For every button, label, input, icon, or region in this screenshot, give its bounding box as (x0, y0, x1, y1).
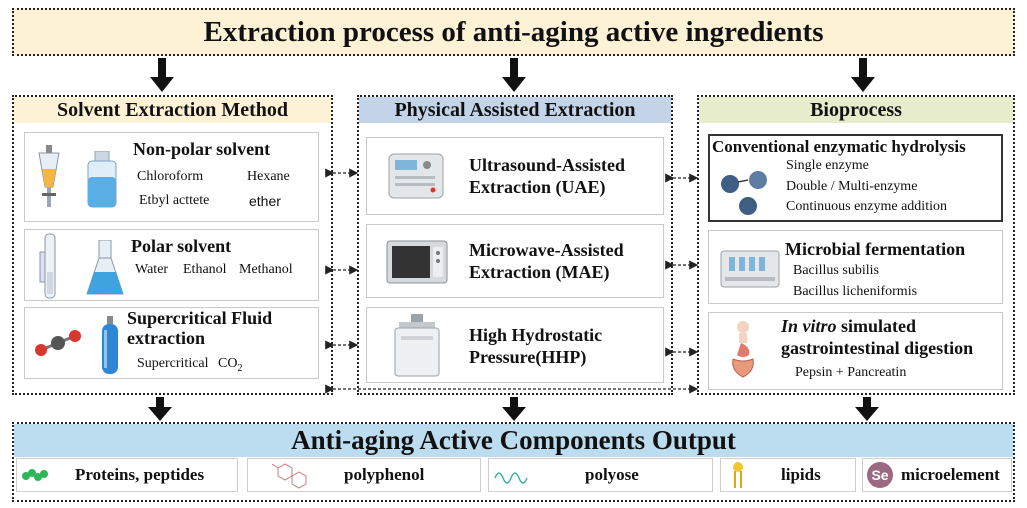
solvent-item: Ethanol (183, 262, 227, 277)
supercritical-title-line2: extraction (127, 328, 205, 348)
pressure-vessel-icon (394, 314, 440, 377)
output-panel (12, 422, 1015, 502)
mae-card: Microwave-Assisted Extraction (MAE) (366, 224, 664, 298)
arrow-down-icon (148, 397, 172, 421)
lipid-icon (733, 462, 743, 488)
solvent-extraction-panel (12, 95, 333, 395)
output-label-proteins: Proteins, peptides (75, 465, 205, 484)
solvent-item: Chloroform (137, 169, 204, 184)
bioprocess-header-text: Bioprocess (810, 98, 902, 121)
physical-extraction-panel (357, 95, 673, 395)
main-title-text: Extraction process of anti-aging active … (203, 15, 824, 48)
physical-header-text: Physical Assisted Extraction (394, 98, 636, 121)
arrow-down-icon (851, 58, 875, 92)
supercritical-sub: Supercritical CO2 (137, 356, 242, 374)
uae-label: Ultrasound-Assisted Extraction (UAE) (469, 154, 625, 198)
bottle-icon (87, 151, 117, 208)
main-title: Extraction process of anti-aging active … (12, 8, 1015, 56)
microbial-card: Microbial fermentation Bacillus subilis … (708, 230, 1003, 304)
output-item-polyose: polyose (488, 458, 713, 492)
invitro-sub: Pepsin + Pancreatin (795, 365, 907, 380)
bioprocess-header: Bioprocess (699, 97, 1013, 123)
polyphenol-structure-icon (271, 463, 307, 489)
polysaccharide-chain-icon (494, 472, 528, 484)
hhp-line1: High Hydrostatic (469, 325, 603, 345)
supercritical-title: Supercritical Fluid extraction (127, 308, 272, 348)
microbe-item: Bacillus licheniformis (793, 284, 918, 299)
enzyme-icon (721, 171, 767, 215)
digestive-system-icon (732, 321, 754, 378)
output-label-microelement: microelement (901, 465, 1000, 484)
enzymatic-card: Conventional enzymatic hydrolysis Single… (708, 134, 1003, 222)
solvent-item: Water (135, 262, 169, 277)
co2-molecule-icon (35, 330, 81, 356)
hhp-label: High Hydrostatic Pressure(HHP) (469, 324, 602, 368)
output-header-text: Anti-aging Active Components Output (291, 425, 736, 455)
arrow-down-icon (150, 58, 174, 92)
solvent-header-text: Solvent Extraction Method (56, 98, 289, 121)
arrow-down-icon (502, 397, 526, 421)
supercritical-sub-text: Supercritical (137, 356, 209, 371)
fermenter-icon (720, 250, 780, 288)
invitro-card: In vitro simulated gastrointestinal dige… (708, 312, 1003, 390)
solvent-item: ether (249, 193, 281, 209)
output-label-polyphenol: polyphenol (344, 465, 425, 484)
bioprocess-panel (697, 95, 1015, 395)
selenium-icon: Se (867, 462, 893, 488)
enzyme-item: Double / Multi-enzyme (786, 179, 918, 194)
erlenmeyer-flask-icon (86, 240, 124, 295)
mae-label: Microwave-Assisted Extraction (MAE) (469, 239, 624, 283)
output-label-polyose: polyose (585, 465, 639, 484)
microwave-icon (386, 240, 448, 284)
supercritical-card: Supercritical Fluid extraction Supercrit… (24, 307, 319, 379)
output-item-microelement: Se microelement (862, 458, 1012, 492)
peptide-chain-icon (22, 469, 48, 481)
uae-line2: Extraction (UAE) (469, 177, 606, 197)
mae-line2: Extraction (MAE) (469, 262, 610, 282)
invitro-title-line2: gastrointestinal digestion (781, 338, 974, 358)
solvent-item: Etbyl acttete (139, 193, 210, 208)
output-item-polyphenol: polyphenol (247, 458, 481, 492)
hhp-line2: Pressure(HHP) (469, 347, 587, 367)
enzyme-item: Single enzyme (786, 158, 869, 173)
co2-text: CO (218, 356, 238, 371)
invitro-title-italic: In vitro (781, 316, 837, 336)
output-header: Anti-aging Active Components Output (14, 424, 1013, 457)
polar-card: Polar solvent Water Ethanol Methanol (24, 229, 319, 301)
solvent-header: Solvent Extraction Method (14, 97, 331, 123)
supercritical-title-line1: Supercritical Fluid (127, 308, 273, 328)
double-arrow-icon (325, 168, 699, 394)
output-item-lipids: lipids (720, 458, 856, 492)
polar-title: Polar solvent (131, 236, 232, 256)
solvent-item: Hexane (247, 169, 290, 184)
microbe-item: Bacillus subilis (793, 263, 879, 278)
arrow-down-icon (855, 397, 879, 421)
solvent-item: Methanol (239, 262, 293, 277)
nonpolar-title: Non-polar solvent (133, 139, 271, 159)
enzymatic-title: Conventional enzymatic hydrolysis (712, 137, 966, 156)
output-item-proteins: Proteins, peptides (16, 458, 238, 492)
physical-header: Physical Assisted Extraction (359, 97, 671, 123)
separatory-funnel-icon (38, 145, 60, 207)
microbial-title: Microbial fermentation (785, 239, 966, 259)
co2-subscript: 2 (237, 362, 243, 374)
invitro-title-rest: simulated (836, 316, 917, 336)
invitro-title: In vitro simulated gastrointestinal dige… (781, 315, 973, 359)
nonpolar-card: Non-polar solvent Chloroform Hexane Etby… (24, 132, 319, 222)
arrow-down-icon (502, 58, 526, 92)
uae-card: Ultrasound-Assisted Extraction (UAE) (366, 137, 664, 215)
ultrasound-device-icon (388, 153, 444, 199)
soxhlet-icon (39, 233, 56, 299)
gas-cylinder-icon (102, 316, 118, 374)
output-label-lipids: lipids (781, 465, 821, 484)
hhp-card: High Hydrostatic Pressure(HHP) (366, 307, 664, 383)
mae-line1: Microwave-Assisted (469, 240, 624, 260)
uae-line1: Ultrasound-Assisted (469, 155, 626, 175)
enzyme-item: Continuous enzyme addition (786, 199, 947, 214)
